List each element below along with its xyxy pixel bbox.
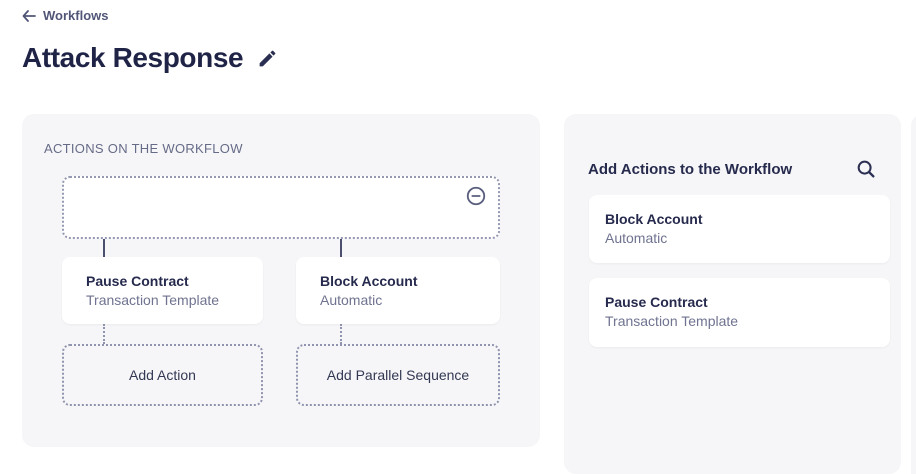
workflow-node-block-account[interactable]: Block Account Automatic: [296, 257, 500, 324]
workflow-node-pause-contract[interactable]: Pause Contract Transaction Template: [62, 257, 263, 324]
action-title: Block Account: [605, 211, 703, 227]
cutoff-panel-edge: [911, 114, 916, 474]
action-title: Pause Contract: [605, 294, 708, 310]
workflow-canvas-panel: ACTIONS ON THE WORKFLOW Pause Contract T…: [22, 114, 540, 447]
search-icon[interactable]: [855, 158, 877, 180]
add-parallel-sequence-button[interactable]: Add Parallel Sequence: [296, 344, 500, 406]
breadcrumb-label: Workflows: [43, 8, 109, 23]
action-subtitle: Automatic: [605, 230, 668, 246]
action-subtitle: Transaction Template: [605, 313, 739, 329]
page-title: Attack Response: [22, 42, 244, 73]
actions-library-panel: Add Actions to the Workflow Block Accoun…: [564, 114, 901, 474]
action-item-pause-contract[interactable]: Pause Contract Transaction Template: [589, 278, 890, 347]
actions-panel-title: Add Actions to the Workflow: [588, 160, 793, 178]
edit-title-icon[interactable]: [257, 48, 278, 69]
node-title: Pause Contract: [86, 273, 189, 289]
page-title-row: Attack Response: [22, 42, 278, 74]
node-title: Block Account: [320, 273, 418, 289]
add-parallel-sequence-label: Add Parallel Sequence: [326, 367, 470, 383]
remove-node-icon[interactable]: [465, 185, 487, 207]
dotted-connector-line: [340, 324, 342, 344]
actions-panel-header: Add Actions to the Workflow: [588, 158, 877, 180]
connector-line: [340, 239, 342, 257]
workflow-root-node[interactable]: [62, 176, 500, 239]
back-arrow-icon: [22, 9, 36, 22]
node-subtitle: Transaction Template: [86, 292, 220, 308]
add-action-label: Add Action: [129, 367, 196, 383]
workflow-panel-label: ACTIONS ON THE WORKFLOW: [44, 141, 243, 156]
node-subtitle: Automatic: [320, 292, 383, 308]
breadcrumb-back-workflows[interactable]: Workflows: [22, 8, 109, 23]
action-item-block-account[interactable]: Block Account Automatic: [589, 195, 890, 263]
connector-line: [103, 239, 105, 257]
dotted-connector-line: [103, 324, 105, 344]
add-action-button[interactable]: Add Action: [62, 344, 263, 406]
